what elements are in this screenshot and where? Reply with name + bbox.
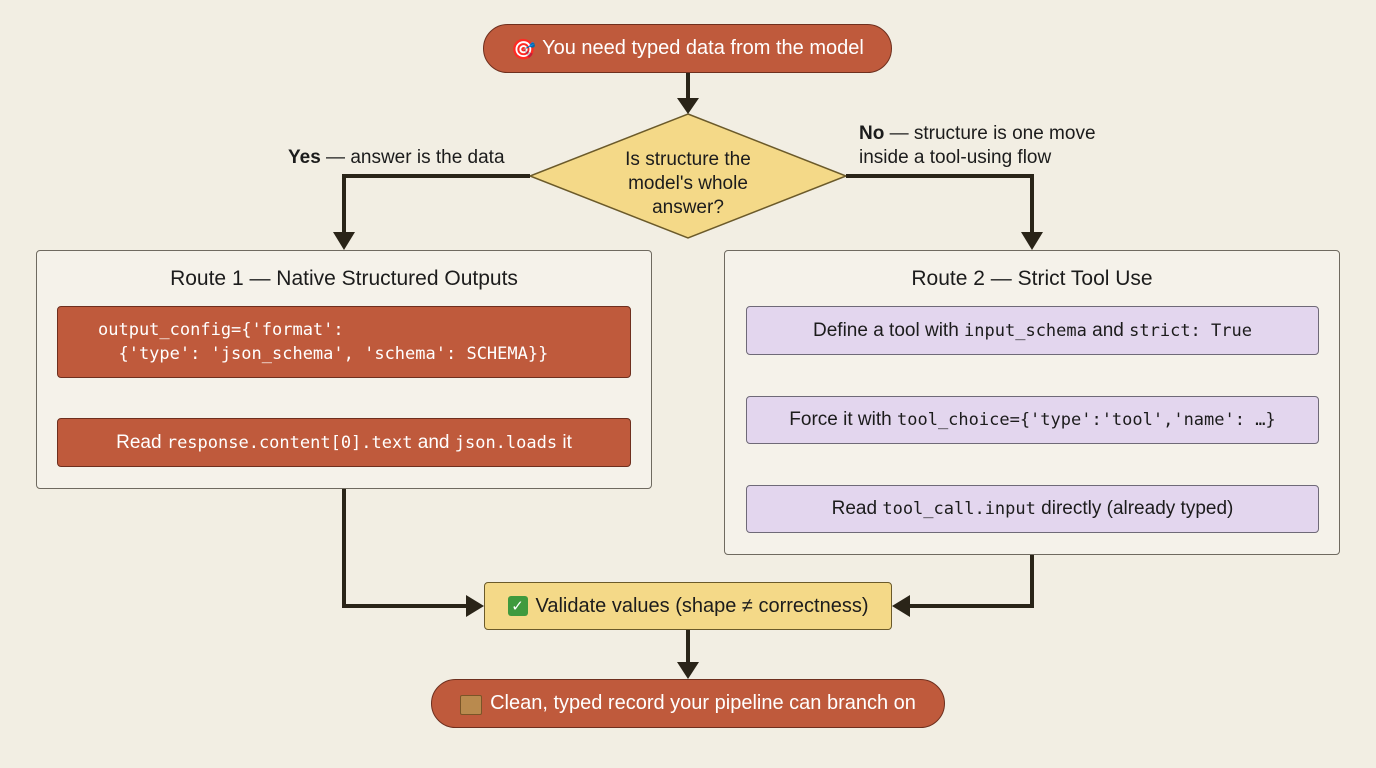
route1-step2-post: it xyxy=(557,431,572,453)
arrow-no-branch xyxy=(846,174,1034,236)
route1-step2-code1: response.content[0].text xyxy=(166,432,413,453)
decision-text: Is structure the model's whole answer? xyxy=(588,148,788,220)
arrowhead-route2-to-validate xyxy=(892,595,910,617)
start-node: 🎯 You need typed data from the model xyxy=(483,24,892,73)
yes-label-rest: — answer is the data xyxy=(320,147,505,168)
route1-code-line-1: output_config={'format': xyxy=(98,320,344,340)
yes-branch-label: Yes — answer is the data xyxy=(288,146,505,170)
route2-title: Route 2 — Strict Tool Use xyxy=(911,267,1153,290)
route1-step2-code2: json.loads xyxy=(454,432,558,453)
route1-step-output-config: output_config={'format': {'type': 'json_… xyxy=(57,306,631,378)
route1-title: Route 1 — Native Structured Outputs xyxy=(170,267,518,290)
arrow-route1-to-validate xyxy=(342,489,470,608)
route2-step2-code1: tool_choice={'type':'tool','name': …} xyxy=(897,410,1276,430)
package-icon xyxy=(460,694,483,715)
target-icon: 🎯 xyxy=(511,36,537,61)
route1-step2-pre: Read xyxy=(116,431,167,453)
validate-node: ✓ Validate values (shape ≠ correctness) xyxy=(484,582,892,630)
route2-step-read-input: Read tool_call.input directly (already t… xyxy=(746,485,1319,533)
validate-label: Validate values (shape ≠ correctness) xyxy=(535,594,869,617)
route1-code-line-2: {'type': 'json_schema', 'schema': SCHEMA… xyxy=(98,344,549,364)
arrow-yes-branch xyxy=(342,174,530,236)
route2-step1-mid: and xyxy=(1086,319,1130,341)
route2-step3-pre: Read xyxy=(831,498,883,519)
no-label-bold: No xyxy=(859,123,885,144)
route2-step1-pre: Define a tool with xyxy=(813,319,965,341)
no-label-line-2: inside a tool-using flow xyxy=(859,147,1052,168)
route2-step3-code1: tool_call.input xyxy=(882,499,1036,519)
route2-step-define-tool: Define a tool with input_schema and stri… xyxy=(746,306,1319,355)
route1-step2-mid: and xyxy=(412,431,455,453)
decision-diamond xyxy=(527,113,849,239)
arrow-route2-to-validate xyxy=(906,555,1034,608)
route2-step1-code1: input_schema xyxy=(964,320,1087,341)
decision-line-2: model's whole xyxy=(628,173,748,194)
route2-step1-code2: strict: True xyxy=(1129,320,1252,341)
check-icon: ✓ xyxy=(507,596,528,616)
arrowhead-yes-branch xyxy=(333,232,355,250)
no-branch-label: No — structure is one move inside a tool… xyxy=(859,122,1096,170)
arrowhead-no-branch xyxy=(1021,232,1043,250)
route2-step3-post: directly (already typed) xyxy=(1035,498,1234,519)
yes-label-bold: Yes xyxy=(288,147,321,168)
route1-step-read-response: Read response.content[0].text and json.l… xyxy=(57,418,631,467)
end-node: Clean, typed record your pipeline can br… xyxy=(431,679,945,728)
no-label-rest: — structure is one move xyxy=(884,123,1096,144)
route2-step2-pre: Force it with xyxy=(789,409,897,430)
arrowhead-validate-to-end xyxy=(677,662,699,679)
end-label: Clean, typed record your pipeline can br… xyxy=(490,692,916,714)
route1-code: output_config={'format': {'type': 'json_… xyxy=(98,318,548,366)
route2-step-force-tool: Force it with tool_choice={'type':'tool'… xyxy=(746,396,1319,444)
arrowhead-route1-to-validate xyxy=(466,595,484,617)
start-label: You need typed data from the model xyxy=(542,37,864,59)
decision-line-3: answer? xyxy=(652,197,724,218)
arrowhead-start-to-decision xyxy=(677,98,699,114)
decision-line-1: Is structure the xyxy=(625,149,751,170)
